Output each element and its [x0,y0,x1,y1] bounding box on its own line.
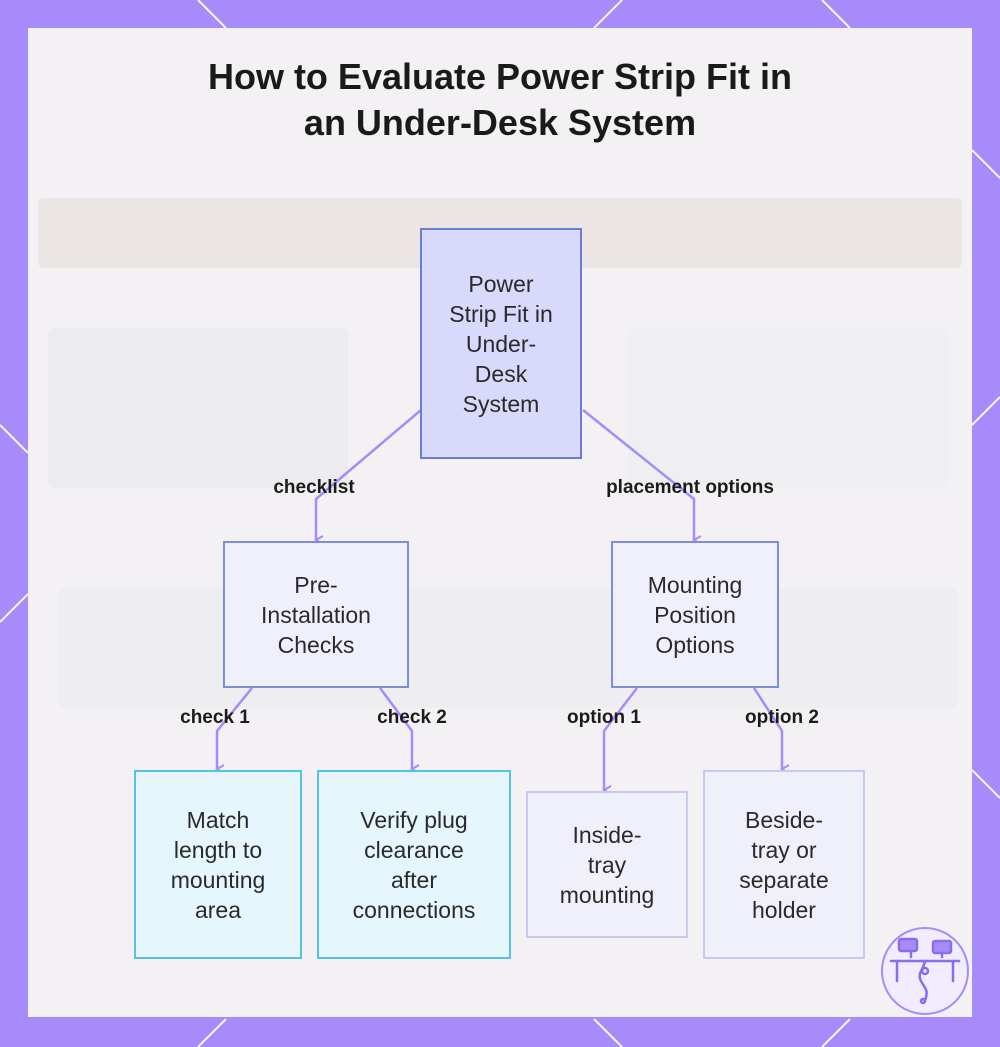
node-text: Mounting [647,571,743,598]
node-text: Verify plug [360,806,468,833]
node-text: Inside- [572,821,642,848]
node-text: Checks [277,631,355,658]
node-text: holder [752,896,816,923]
node-text: after [390,866,438,893]
node-text: Position [654,601,736,628]
node-text: Under- [465,330,537,357]
node-verify-plug-clearance: Verify plug clearance after connections [317,770,511,959]
background-blur-lower [58,588,958,708]
edge-label-checklist: checklist [273,477,355,498]
node-text: Strip Fit in [449,300,553,327]
node-mounting-position-options: Mounting Position Options [611,541,779,688]
node-beside-tray-holder: Beside- tray or separate holder [703,770,865,959]
node-text: Installation [261,601,371,628]
node-text: separate [739,866,829,893]
edge-label-option-2: option 2 [745,707,819,728]
node-power-strip-fit: Power Strip Fit in Under- Desk System [420,228,582,459]
node-text: System [462,390,540,417]
edge-root-to-pre-installation [316,409,422,540]
title-line-1: How to Evaluate Power Strip Fit in [207,56,793,97]
page-title: How to Evaluate Power Strip Fit in an Un… [0,54,1000,146]
desk-setup-logo-icon [881,927,969,1015]
node-text: Options [655,631,735,658]
node-text: Desk [474,360,528,387]
node-text: mounting [170,866,266,893]
node-match-length: Match length to mounting area [134,770,302,959]
node-text: area [194,896,242,923]
edge-pre-to-verify [378,687,412,769]
edge-root-to-mounting [582,409,694,540]
node-text: Power [468,270,534,297]
node-text: length to [173,836,263,863]
edge-label-check-1: check 1 [180,707,250,728]
edge-label-check-2: check 2 [377,707,447,728]
node-text: mounting [559,881,655,908]
edge-label-option-1: option 1 [567,707,641,728]
node-text: tray or [751,836,817,863]
node-text: Match [186,806,250,833]
edge-pre-to-match [217,687,253,769]
background-blur-left [48,328,348,488]
node-pre-installation-checks: Pre- Installation Checks [223,541,409,688]
node-text: Pre- [294,571,338,598]
edge-label-placement-options: placement options [606,477,774,498]
node-text: tray [587,851,627,878]
edge-mounting-to-beside [752,687,782,769]
edge-mounting-to-inside [604,687,638,790]
node-text: connections [352,896,476,923]
node-text: Beside- [745,806,823,833]
node-text: clearance [364,836,464,863]
node-inside-tray-mounting: Inside- tray mounting [526,791,688,938]
background-blur-right [628,328,948,488]
title-line-2: an Under-Desk System [303,102,697,143]
